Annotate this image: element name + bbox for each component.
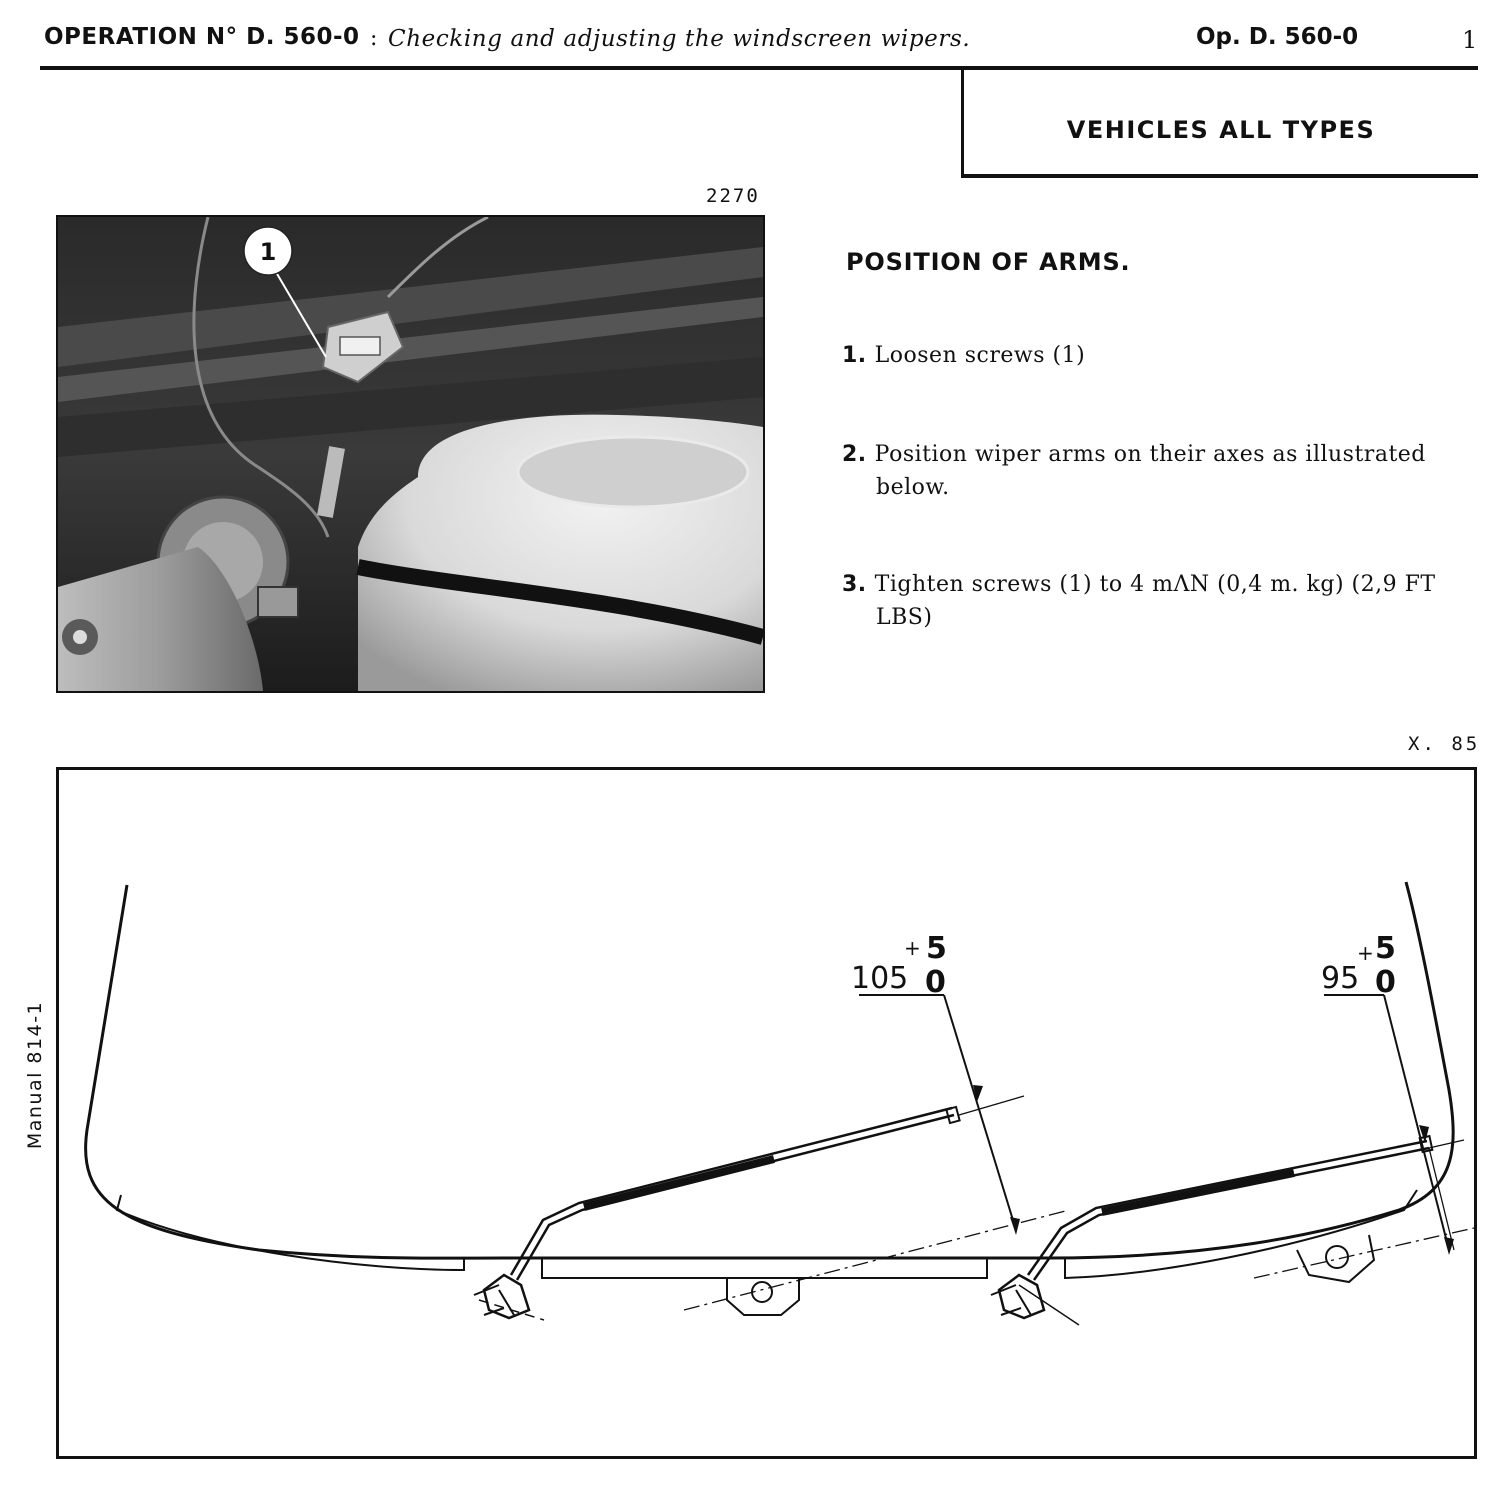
header-separator: :	[370, 26, 378, 51]
wiper-arm-right	[990, 1134, 1434, 1326]
trim-strip-right	[1064, 1189, 1418, 1280]
trim-strip-left	[115, 1194, 465, 1272]
trim-strip-middle	[541, 1258, 988, 1279]
windscreen-outline	[84, 881, 1455, 1260]
dimension-right-lower: 0	[1375, 965, 1396, 1000]
instruction-step: 2. Position wiper arms on their axes as i…	[842, 437, 1470, 504]
photo-callout-label: 1	[260, 238, 277, 266]
wiper-arm-left	[473, 1105, 961, 1321]
step-text: Position wiper arms on their axes as ill…	[874, 442, 1426, 467]
instruction-step: 3. Tighten screws (1) to 4 mΛN (0,4 m. kg…	[842, 567, 1470, 634]
header-rule	[40, 66, 1478, 70]
diagram-number: X. 85	[1408, 733, 1481, 755]
dimension-left-plus: +	[904, 936, 921, 960]
photo-number: 2270	[706, 185, 760, 207]
page-number: 1	[1462, 26, 1478, 54]
engine-bay-photo: 1	[56, 215, 765, 693]
dimension-right-plus: +	[1357, 941, 1374, 965]
step-text-continued: below.	[876, 475, 950, 500]
dimension-left-lower: 0	[925, 965, 946, 1000]
mounting-bracket-center	[726, 1278, 800, 1316]
instruction-step: 1. Loosen screws (1)	[842, 338, 1470, 372]
wiper-arm-diagram: 105 + 5 0 95 + 5 0	[56, 767, 1477, 1459]
dimension-right-value: 95	[1321, 961, 1359, 996]
step-number: 1.	[842, 343, 867, 368]
manual-side-label: Manual 814-1	[24, 1000, 46, 1150]
dimension-left-value: 105	[851, 961, 908, 996]
section-title: POSITION OF ARMS.	[846, 248, 1131, 276]
step-text-continued: LBS)	[876, 605, 933, 630]
dimension-right-upper: 5	[1375, 931, 1396, 966]
step-text: Loosen screws (1)	[874, 343, 1086, 368]
dimension-left-upper: 5	[926, 931, 947, 966]
operation-reference: Op. D. 560-0	[1196, 24, 1359, 50]
operation-description: Checking and adjusting the windscreen wi…	[388, 26, 971, 52]
vehicles-box: VEHICLES ALL TYPES	[961, 70, 1478, 178]
mounting-bracket-right	[1296, 1234, 1376, 1284]
step-number: 3.	[842, 572, 867, 597]
operation-number: OPERATION N° D. 560-0	[44, 24, 360, 50]
step-text: Tighten screws (1) to 4 mΛN (0,4 m. kg) …	[874, 572, 1436, 597]
vehicles-label: VEHICLES ALL TYPES	[1066, 116, 1376, 144]
step-number: 2.	[842, 442, 867, 467]
